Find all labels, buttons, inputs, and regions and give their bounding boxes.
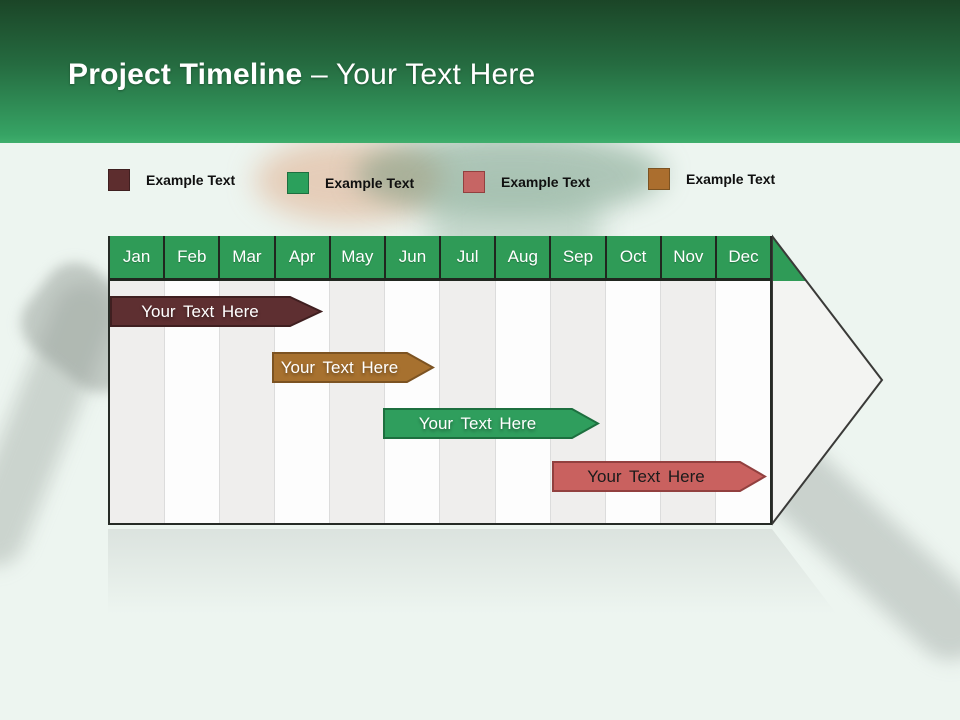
column-stripe xyxy=(330,281,386,523)
month-cell-may: May xyxy=(330,236,384,278)
legend-item: Example Text xyxy=(108,169,235,191)
title-suffix: – Your Text Here xyxy=(302,58,536,91)
month-cell-dec: Dec xyxy=(716,236,771,278)
legend-item: Example Text xyxy=(287,172,414,194)
month-header-row: Jan Feb Mar Apr May Jun Jul Aug Sep Oct … xyxy=(110,236,771,281)
month-cell-jul: Jul xyxy=(441,236,495,278)
month-cell-jun: Jun xyxy=(385,236,440,278)
legend-label: Example Text xyxy=(686,171,776,187)
gantt-bar-shape xyxy=(552,461,767,492)
gantt-bar-label: Your Text Here xyxy=(418,413,537,433)
gantt-bar-label: Your Text Here xyxy=(141,301,259,321)
chart-body: Your Text Here Your Text Here Your Text … xyxy=(110,281,770,523)
legend-swatch-green xyxy=(287,172,309,194)
gantt-bar-label: Your Text Here xyxy=(587,466,705,486)
page-title: Project Timeline – Your Text Here xyxy=(68,57,535,93)
gantt-bar-label: Your Text Here xyxy=(280,357,399,377)
gantt-bar-4: Your Text Here xyxy=(552,461,767,492)
background-photo-blob xyxy=(255,138,445,223)
legend-item: Example Text xyxy=(648,168,775,190)
month-cell-aug: Aug xyxy=(496,236,550,278)
gantt-bar-1: Your Text Here xyxy=(110,296,323,327)
arrow-tip xyxy=(772,234,884,526)
title-bar: Project Timeline – Your Text Here xyxy=(0,0,960,143)
legend-swatch-red xyxy=(463,171,485,193)
month-cell-feb: Feb xyxy=(165,236,219,278)
legend-swatch-maroon xyxy=(108,169,130,191)
gantt-bar-shape xyxy=(272,352,435,383)
month-cell-mar: Mar xyxy=(220,236,274,278)
title-main: Project Timeline xyxy=(68,58,303,91)
gantt-bar-2: Your Text Here xyxy=(272,352,435,383)
legend-label: Example Text xyxy=(501,174,591,190)
legend-swatch-brown xyxy=(648,168,670,190)
legend-label: Example Text xyxy=(146,172,236,188)
gantt-bar-shape xyxy=(110,296,323,327)
chart-reflection xyxy=(108,529,848,629)
gantt-bar-shape xyxy=(383,408,600,439)
month-cell-sep: Sep xyxy=(551,236,605,278)
month-cell-jan: Jan xyxy=(110,236,164,278)
month-cell-oct: Oct xyxy=(606,236,660,278)
legend-label: Example Text xyxy=(325,175,415,191)
column-stripe xyxy=(385,281,441,523)
month-cell-nov: Nov xyxy=(661,236,715,278)
gantt-chart: Jan Feb Mar Apr May Jun Jul Aug Sep Oct … xyxy=(108,236,772,525)
gantt-bar-3: Your Text Here xyxy=(383,408,600,439)
legend-item: Example Text xyxy=(463,171,590,193)
month-cell-apr: Apr xyxy=(275,236,329,278)
column-stripe xyxy=(440,281,496,523)
column-stripe xyxy=(495,281,551,523)
